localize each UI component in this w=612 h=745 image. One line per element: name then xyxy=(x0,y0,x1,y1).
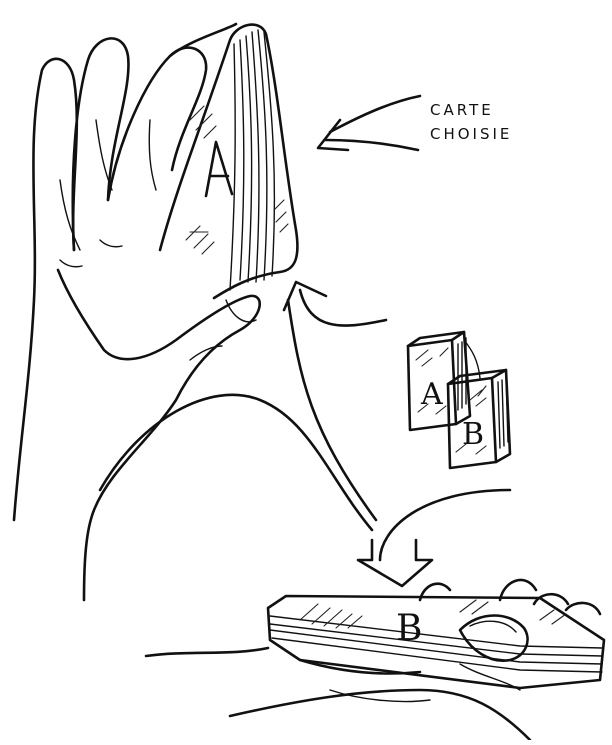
lower-deck: B xyxy=(266,594,606,690)
caption-line-1: CARTE xyxy=(430,101,494,119)
caption-line-2: CHOISIE xyxy=(430,125,513,143)
down-arrow xyxy=(356,538,434,588)
lower-hand xyxy=(144,578,602,742)
deck-b-label: B xyxy=(396,608,422,649)
up-arrow xyxy=(282,280,388,522)
fanned-deck xyxy=(158,23,299,300)
transfer-curve xyxy=(98,393,512,562)
packet-b: B xyxy=(446,339,512,470)
packet-a-label: A xyxy=(420,377,443,412)
packet-b-label: B xyxy=(462,417,484,452)
caption-arrow xyxy=(316,94,422,152)
upper-hand xyxy=(12,22,261,602)
caption-chosen-card: CARTE CHOISIE xyxy=(430,98,570,146)
